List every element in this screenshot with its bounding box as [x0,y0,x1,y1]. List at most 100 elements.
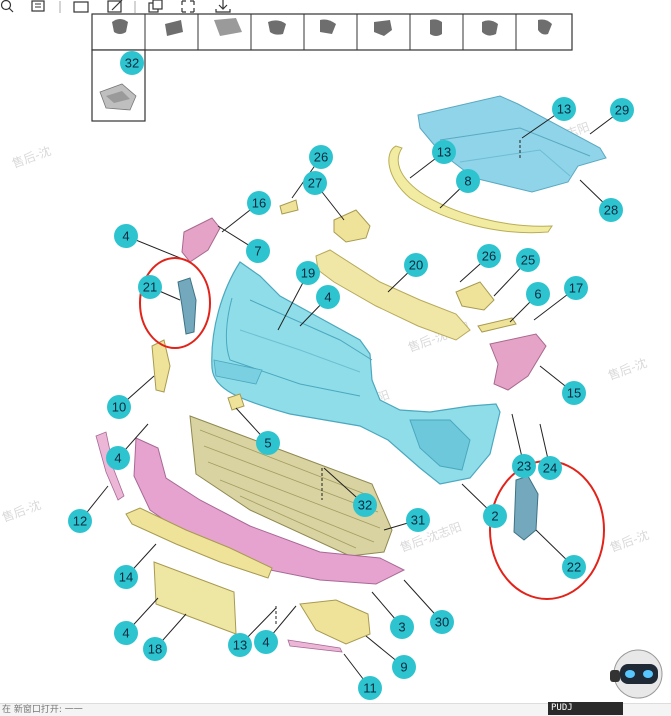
license-plate-bracket-part [153,561,237,635]
callout-28: 28 [599,198,623,222]
svg-text:15: 15 [567,386,581,401]
grille-reinforcement-part [315,249,471,341]
callout-26: 26 [477,244,501,268]
svg-text:28: 28 [604,203,618,218]
callout-5: 5 [256,431,280,455]
upper-trim-strip [388,145,553,234]
callout-19: 19 [296,261,320,285]
svg-text:13: 13 [557,102,571,117]
svg-text:21: 21 [143,280,157,295]
svg-text:16: 16 [252,196,266,211]
callout-4: 4 [106,446,130,470]
callout-25: 25 [516,248,540,272]
svg-text:5: 5 [264,436,271,451]
callout-32: 32 [353,493,377,517]
callout-4: 4 [254,630,278,654]
callout-6: 6 [526,282,550,306]
clip-part [279,199,299,215]
toolbar-icons [0,0,231,13]
fit-page-icon[interactable] [31,0,45,12]
robot-mascot-icon[interactable] [608,640,664,702]
svg-text:11: 11 [363,681,377,696]
svg-text:29: 29 [615,103,629,118]
highlight-circle-left [139,257,211,349]
left-support-part [177,277,197,335]
callout-29: 29 [610,98,634,122]
lower-trim-strip-part [125,507,273,579]
select-rect-icon[interactable] [73,1,89,13]
svg-text:24: 24 [543,461,557,476]
right-side-bracket-part [489,333,547,391]
callout-7: 7 [246,239,270,263]
svg-text:6: 6 [534,287,541,302]
right-strip-part [477,317,517,333]
edit-icon[interactable] [107,0,123,13]
callout-labels: 32 13 29 13 8 28 26 27 16 4 7 21 19 20 2… [68,51,634,700]
svg-text:23: 23 [517,459,531,474]
svg-text:4: 4 [262,635,269,650]
left-bracket-part [181,217,221,263]
callout-31: 31 [406,508,430,532]
callout-4: 4 [114,224,138,248]
callout-17: 17 [564,276,588,300]
highlight-circle-right [489,460,605,600]
callout-12: 12 [68,509,92,533]
svg-text:18: 18 [148,642,162,657]
watermark-text: 售后-沈 [0,497,43,525]
callout-27: 27 [303,171,327,195]
right-bracket-part [455,281,495,311]
svg-text:19: 19 [301,266,315,281]
small-clip-part [227,393,245,411]
svg-text:2: 2 [491,509,498,524]
callout-21: 21 [138,275,162,299]
svg-text:32: 32 [358,498,372,513]
svg-text:32: 32 [125,56,139,71]
svg-text:7: 7 [254,244,261,259]
callout-10: 10 [107,395,131,419]
callout-22: 22 [562,555,586,579]
callout-26: 26 [309,145,333,169]
callout-8: 8 [456,169,480,193]
right-support-part [513,475,539,541]
copy-icon[interactable] [148,0,163,13]
svg-text:26: 26 [482,249,496,264]
svg-text:27: 27 [308,176,322,191]
callout-11: 11 [358,676,382,700]
svg-text:17: 17 [569,281,583,296]
callout-13: 13 [228,633,252,657]
svg-text:13: 13 [437,145,451,160]
svg-text:3: 3 [398,620,405,635]
svg-text:4: 4 [114,451,121,466]
callout-4: 4 [316,285,340,309]
callout-2: 2 [483,504,507,528]
status-text: 在 新窗口打开: 一一 [2,705,83,715]
callout-24: 24 [538,456,562,480]
callout-13: 13 [552,97,576,121]
fog-lamp-bezel-part [299,599,371,645]
svg-text:10: 10 [112,400,126,415]
svg-text:22: 22 [567,560,581,575]
svg-text:4: 4 [324,290,331,305]
svg-text:9: 9 [400,660,407,675]
callout-14: 14 [114,565,138,589]
fullscreen-icon[interactable] [181,0,195,13]
svg-text:13: 13 [233,638,247,653]
callout-16: 16 [247,191,271,215]
svg-text:14: 14 [119,570,133,585]
callout-15: 15 [562,381,586,405]
svg-text:31: 31 [411,513,425,528]
status-strip: 在 新窗口打开: 一一 [0,703,671,716]
callout-18: 18 [143,637,167,661]
svg-text:26: 26 [314,150,328,165]
download-icon[interactable] [215,0,231,13]
left-side-trim-part [151,339,171,393]
zoom-out-icon[interactable] [0,0,14,13]
watermark-text: 售后-沈 [608,527,651,555]
callout-13: 13 [432,140,456,164]
svg-text:25: 25 [521,253,535,268]
bumper-cover-part [211,261,501,485]
callout-20: 20 [404,253,428,277]
brand-logo: PUDJ [548,702,623,715]
callout-32: 32 [120,51,144,75]
